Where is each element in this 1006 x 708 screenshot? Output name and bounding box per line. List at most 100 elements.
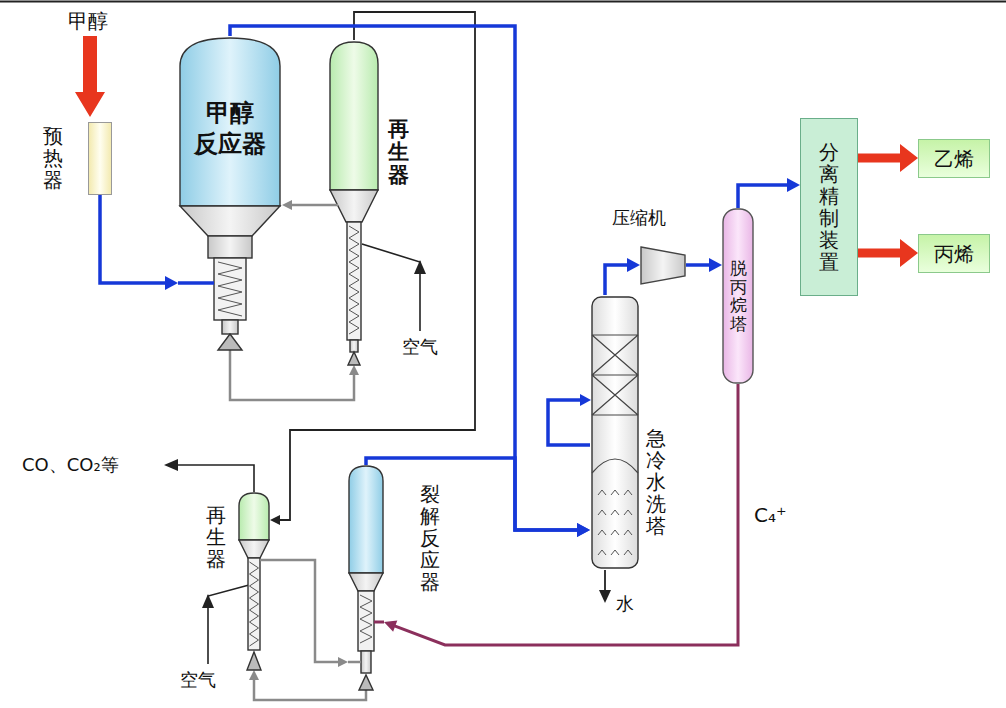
arrowhead <box>900 144 918 172</box>
water-arrowhead <box>599 590 611 603</box>
product-box: 乙烯 <box>918 139 990 178</box>
recycle-arrowhead <box>580 394 591 406</box>
drawing-part <box>624 550 632 555</box>
node-label: 急冷水洗塔 <box>646 427 666 537</box>
arrowhead <box>627 258 640 272</box>
pipe-connector <box>270 560 348 667</box>
pipe-line <box>289 204 328 207</box>
stream-label: CO、CO₂等 <box>22 453 119 477</box>
compressor-symbol: 压缩机 <box>640 246 686 285</box>
pipe-line <box>230 350 354 400</box>
reactor-vessel: 裂解反应器 <box>348 465 384 690</box>
air-arrowhead <box>414 260 426 274</box>
drawing-part <box>624 490 632 495</box>
drawing-part <box>222 320 238 334</box>
node-label: 分离精制装置 <box>819 141 839 273</box>
arrowhead <box>249 670 259 680</box>
drawing-part <box>723 209 753 383</box>
product-box: 丙烯 <box>918 234 990 273</box>
drawing-part <box>180 206 280 236</box>
node-label: 再生器 <box>206 504 226 570</box>
pipe-line <box>858 249 905 258</box>
drawing-part <box>247 652 261 670</box>
arrowhead <box>165 276 178 290</box>
drawing-part <box>248 558 260 650</box>
pipe-connector <box>100 195 178 290</box>
drawing-part <box>208 236 252 258</box>
flue-gas-arrowhead <box>164 459 178 471</box>
drawing-part <box>592 459 638 473</box>
drawing-part <box>598 550 606 555</box>
drawing-part <box>598 490 606 495</box>
drawing-part <box>239 493 269 540</box>
pipe-line <box>686 263 713 267</box>
preheater-box: 预热器 <box>88 122 112 195</box>
pipe-connector <box>282 200 328 210</box>
pipe-line <box>230 26 581 530</box>
arrowhead <box>787 178 800 192</box>
regenerator-vessel: 再生器 <box>328 40 380 365</box>
stream-label: 水 <box>616 592 634 616</box>
drawing-part <box>349 573 383 591</box>
drawing-part <box>611 510 619 515</box>
drawing-part <box>330 42 378 190</box>
stream-label: 空气 <box>402 335 438 359</box>
drawing-part <box>598 510 606 515</box>
arrowhead <box>282 200 292 210</box>
pipe-line <box>277 12 475 520</box>
drawing-part <box>218 334 242 350</box>
node-label: 裂解反应器 <box>420 483 440 593</box>
air-arrowhead <box>202 594 214 608</box>
drawing-part <box>359 675 373 690</box>
pipe-line <box>254 677 366 700</box>
drawing-part <box>611 530 619 535</box>
drawing-part <box>611 550 619 555</box>
drawing-part <box>347 222 361 340</box>
reactor-vessel: 甲醇 反应器 <box>178 36 282 350</box>
drawing-part <box>641 247 685 284</box>
arrowhead <box>577 523 590 537</box>
node-label: 再生器 <box>388 118 409 187</box>
drawing-part <box>592 335 638 415</box>
pipe-connector <box>686 258 722 272</box>
pipe-connector <box>366 458 590 537</box>
drawing-part <box>348 661 361 664</box>
tower-column-outline <box>590 295 640 570</box>
pipe-line <box>392 384 738 645</box>
drawing-part <box>218 262 242 316</box>
reactor-vessel-outline <box>348 465 384 690</box>
arrowhead <box>270 515 280 525</box>
drawing-part <box>350 340 358 352</box>
pipe-connector <box>858 144 918 172</box>
flue-gas-line <box>176 465 254 492</box>
feed-arrow <box>75 36 105 117</box>
arrowhead <box>709 258 722 272</box>
pipe-connector <box>605 258 640 295</box>
pipe-connector <box>738 178 800 208</box>
pipe-connector <box>230 350 359 400</box>
drawing-part <box>611 490 619 495</box>
pipe-connector <box>270 12 475 525</box>
drawing-part <box>348 352 360 365</box>
drawing-part <box>624 530 632 535</box>
node-label: 甲醇 反应器 <box>193 98 267 160</box>
pipe-connector <box>249 670 366 700</box>
drawing-part <box>239 540 269 558</box>
arrowhead <box>900 239 918 267</box>
tower-column: 急冷水洗塔 <box>590 295 640 570</box>
pipe-connector <box>858 239 918 267</box>
stream-label: 空气 <box>180 668 216 692</box>
pipe-line <box>858 154 905 163</box>
recycle-loop <box>548 400 590 445</box>
drawing-part <box>214 258 246 320</box>
drawing-part <box>358 591 374 651</box>
node-label: 压缩机 <box>612 206 666 230</box>
node-label: 乙烯 <box>934 145 974 172</box>
compressor-symbol-outline <box>640 246 686 285</box>
drawing-part <box>178 281 214 285</box>
drawing-part <box>180 38 280 206</box>
pipe-connector <box>384 384 738 645</box>
